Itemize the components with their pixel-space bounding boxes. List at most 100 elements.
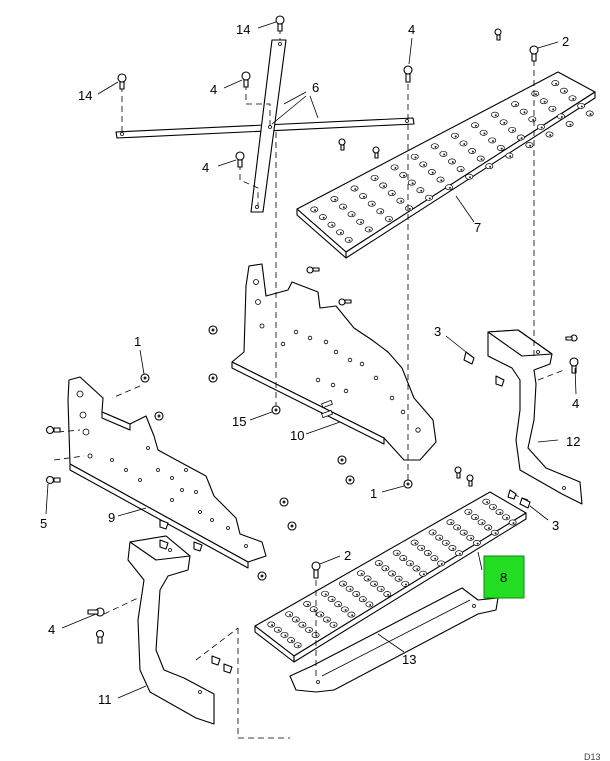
callout-5: 5 — [40, 516, 47, 531]
tread-dimple-hole — [385, 567, 388, 570]
tread-dimple-hole — [391, 192, 394, 195]
tread-dimple-hole — [391, 573, 394, 576]
tread-dimple — [293, 642, 302, 649]
bolt-14-top — [275, 15, 285, 32]
tread-dimple-hole — [543, 100, 546, 103]
lower-step-tread — [254, 491, 527, 663]
tread-dimple — [347, 211, 356, 218]
tread-dimple-hole — [512, 129, 514, 132]
tread-dimple — [416, 187, 425, 194]
tread-dimple-hole — [349, 588, 352, 591]
bolt-4-top-right — [403, 65, 413, 83]
tread-dimple-hole — [342, 583, 345, 586]
tread-dimple-hole — [492, 506, 495, 509]
tread-dimple-hole — [420, 189, 423, 192]
tread-dimple-hole — [535, 93, 537, 96]
tread-dimple-hole — [428, 197, 431, 200]
tread-dimple-hole — [354, 188, 357, 191]
tread-dimple-hole — [432, 532, 435, 534]
callout-1-left: 1 — [134, 334, 141, 349]
tread-dimple-hole — [411, 182, 414, 185]
tread-dimple — [322, 616, 331, 623]
bolt-center-small-b — [454, 466, 462, 479]
tread-dimple-hole — [380, 588, 383, 591]
tread-dimple-hole — [400, 200, 403, 203]
callout-14-left: 14 — [78, 88, 92, 103]
tread-dimple-hole — [403, 174, 405, 177]
tread-dimple-hole — [443, 153, 446, 156]
tread-dimple — [502, 514, 511, 521]
tread-dimple — [430, 143, 439, 150]
nut-left-b — [208, 373, 218, 383]
tread-dimple-hole — [454, 135, 457, 138]
callout-4-lower-left: 4 — [48, 622, 55, 637]
tread-dimple-hole — [589, 113, 592, 116]
tread-dimple — [364, 226, 373, 233]
tread-dimple-hole — [480, 158, 483, 161]
bolt-loose-d — [338, 298, 352, 306]
tread-dimple-hole — [405, 583, 407, 586]
tread-dimple-hole — [320, 614, 323, 616]
tread-dimple — [495, 509, 504, 516]
bolt-4-lower-left — [87, 607, 105, 617]
tread-dimple-hole — [387, 593, 390, 596]
tread-dimple-hole — [483, 132, 486, 135]
tread-dimple-hole — [448, 186, 451, 189]
tread-dimple-hole — [409, 562, 412, 565]
right-hanger-bracket — [487, 329, 583, 505]
tread-dimple-hole — [458, 552, 461, 555]
tread-dimple — [318, 214, 327, 221]
bolt-lower-left-b — [95, 629, 105, 644]
callout-labels: 14 14 4 4 4 6 2 7 3 4 12 1 15 10 1 3 9 5… — [40, 22, 601, 761]
tread-dimple — [399, 555, 408, 562]
tread-dimple-hole — [474, 516, 477, 519]
tread-dimple-hole — [563, 90, 566, 93]
callout-2-lower: 2 — [344, 548, 351, 563]
nut-center-a — [337, 455, 347, 465]
tread-dimple-hole — [314, 209, 317, 212]
tread-dimple-hole — [476, 542, 479, 545]
nut-left-a — [208, 325, 218, 335]
clip-e — [223, 663, 233, 674]
tread-dimple — [445, 184, 454, 191]
tread-dimple — [287, 637, 296, 644]
tread-dimple-hole — [356, 593, 358, 596]
tread-dimple-hole — [374, 177, 377, 180]
callout-3-upper: 3 — [434, 324, 441, 339]
tread-dimple-hole — [383, 185, 385, 188]
tread-dimple-hole — [434, 145, 437, 148]
nut-center-c — [279, 497, 289, 507]
tread-dimple-hole — [481, 521, 484, 524]
tread-dimple-hole — [555, 82, 558, 85]
tread-dimple-hole — [499, 511, 502, 514]
tread-dimple-hole — [277, 629, 280, 632]
tread-dimple-hole — [440, 563, 443, 565]
tread-dimple-hole — [351, 614, 354, 617]
tread-dimple-hole — [552, 108, 555, 111]
callout-4-top-right: 4 — [408, 22, 415, 37]
bolt-loose-c — [306, 266, 320, 274]
bolt-2-lower — [311, 561, 321, 579]
figure-reference-code: D13 — [584, 752, 601, 761]
tread-dimple-hole — [474, 124, 477, 127]
callout-14-top: 14 — [236, 22, 250, 37]
tread-dimple — [376, 208, 385, 215]
tread-dimple-hole — [470, 537, 473, 540]
callout-10: 10 — [290, 428, 304, 443]
tread-dimple — [441, 539, 450, 546]
tread-dimple-hole — [469, 176, 471, 179]
bolt-4-mid-left — [235, 151, 245, 168]
tread-dimple — [327, 221, 336, 228]
tread-dimple-hole — [360, 221, 362, 224]
callout-13: 13 — [402, 652, 416, 667]
callout-2-top: 2 — [562, 34, 569, 49]
center-mounting-bracket — [231, 263, 437, 461]
tread-dimple-hole — [284, 634, 287, 637]
tread-dimple-hole — [394, 167, 397, 169]
callout-4-upper-left: 4 — [210, 82, 217, 97]
tread-dimple — [407, 179, 416, 186]
tread-dimple-hole — [434, 557, 437, 560]
tread-dimple — [435, 534, 444, 541]
clip-b — [193, 541, 203, 552]
